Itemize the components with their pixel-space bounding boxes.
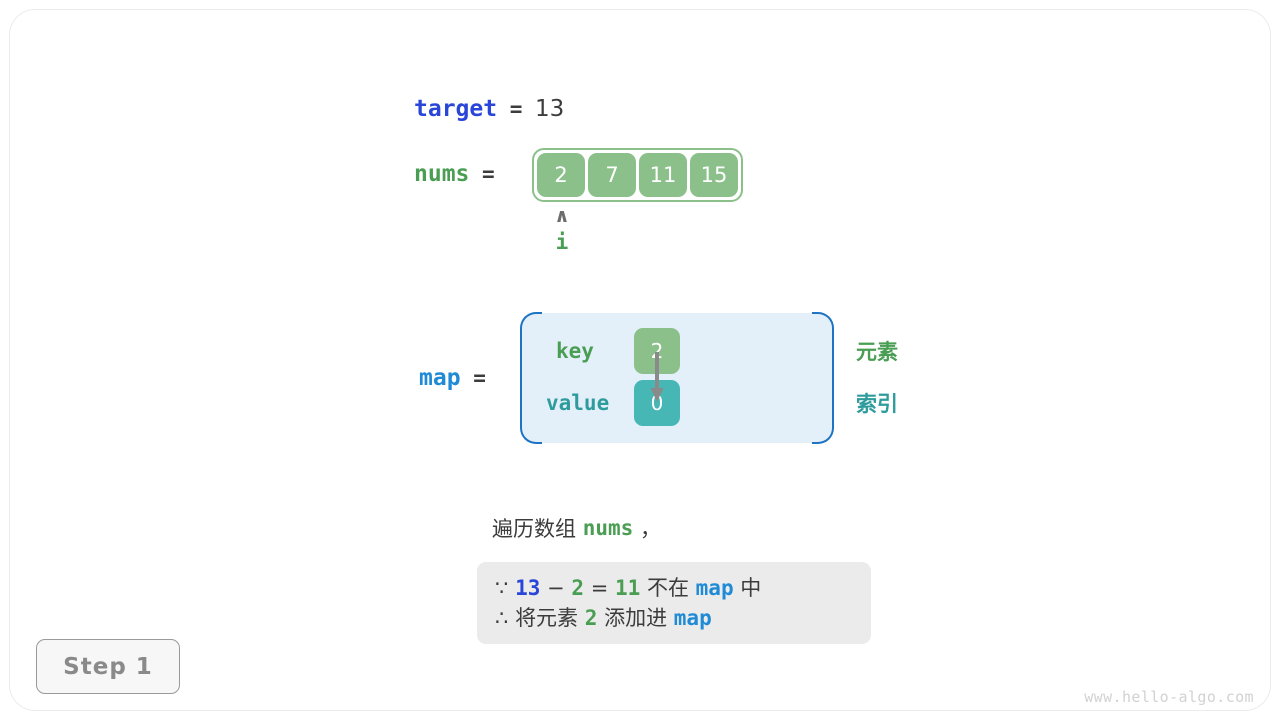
reason1-result: 11 — [614, 576, 641, 601]
site-watermark: www.hello-algo.com — [1084, 688, 1254, 706]
map-key-label: key — [556, 339, 594, 363]
reason-box: ∵ 13 − 2 = 11 不在 map 中 ∴ 将元素 2 — [477, 562, 871, 644]
array-cell: 15 — [690, 153, 738, 197]
reason-line-1: ∵ 13 − 2 = 11 不在 map 中 — [495, 575, 853, 601]
map-row: map = — [419, 362, 486, 394]
target-row: target = 13 — [414, 93, 564, 125]
map-value-cell: 0 — [634, 380, 680, 426]
nums-array: 2 7 11 15 — [532, 148, 743, 202]
target-variable-name: target — [414, 96, 498, 122]
reason1-target-value: 13 — [515, 576, 541, 601]
reason1-minus-sign: − — [547, 576, 565, 601]
array-cell: 2 — [537, 153, 585, 197]
map-equals-sign: = — [460, 366, 486, 390]
explanation-nums-token: nums — [582, 516, 634, 540]
nums-row: nums = — [414, 158, 495, 190]
reason1-mid-text: 不在 — [646, 576, 689, 601]
because-symbol: ∵ — [495, 576, 509, 601]
explanation-trail-text: ， — [633, 517, 661, 541]
target-equals-sign: = — [497, 97, 536, 121]
reason2-mid-text: 添加进 — [604, 605, 668, 630]
reason2-lead-text: 将元素 — [515, 605, 579, 630]
nums-variable-name: nums — [414, 161, 470, 187]
explanation-line: 遍历数组 nums ， — [492, 514, 661, 542]
array-cell: 7 — [588, 153, 636, 197]
reason2-element-value: 2 — [584, 605, 598, 630]
map-value-label: value — [546, 391, 610, 415]
map-variable-name: map — [419, 365, 461, 391]
therefore-symbol: ∴ — [495, 605, 509, 630]
reason1-operand: 2 — [571, 576, 584, 601]
reason2-map-token: map — [673, 605, 712, 630]
array-cell: 11 — [639, 153, 687, 197]
note-element-label: 元素 — [856, 340, 898, 364]
index-pointer-caret-icon: ∧ — [554, 205, 570, 227]
key-to-value-arrow-icon — [650, 352, 664, 402]
reason1-equals-sign: = — [590, 576, 609, 601]
nums-equals-sign: = — [469, 162, 495, 186]
reason-line-2: ∴ 将元素 2 添加进 map — [495, 605, 853, 631]
index-pointer-label: i — [555, 230, 569, 254]
reason1-tail-text: 中 — [740, 576, 762, 601]
target-value: 13 — [535, 96, 565, 122]
explanation-lead-text: 遍历数组 — [492, 517, 583, 541]
note-index-label: 索引 — [856, 392, 898, 416]
reason1-map-token: map — [695, 576, 734, 601]
step-badge: Step 1 — [36, 639, 180, 694]
